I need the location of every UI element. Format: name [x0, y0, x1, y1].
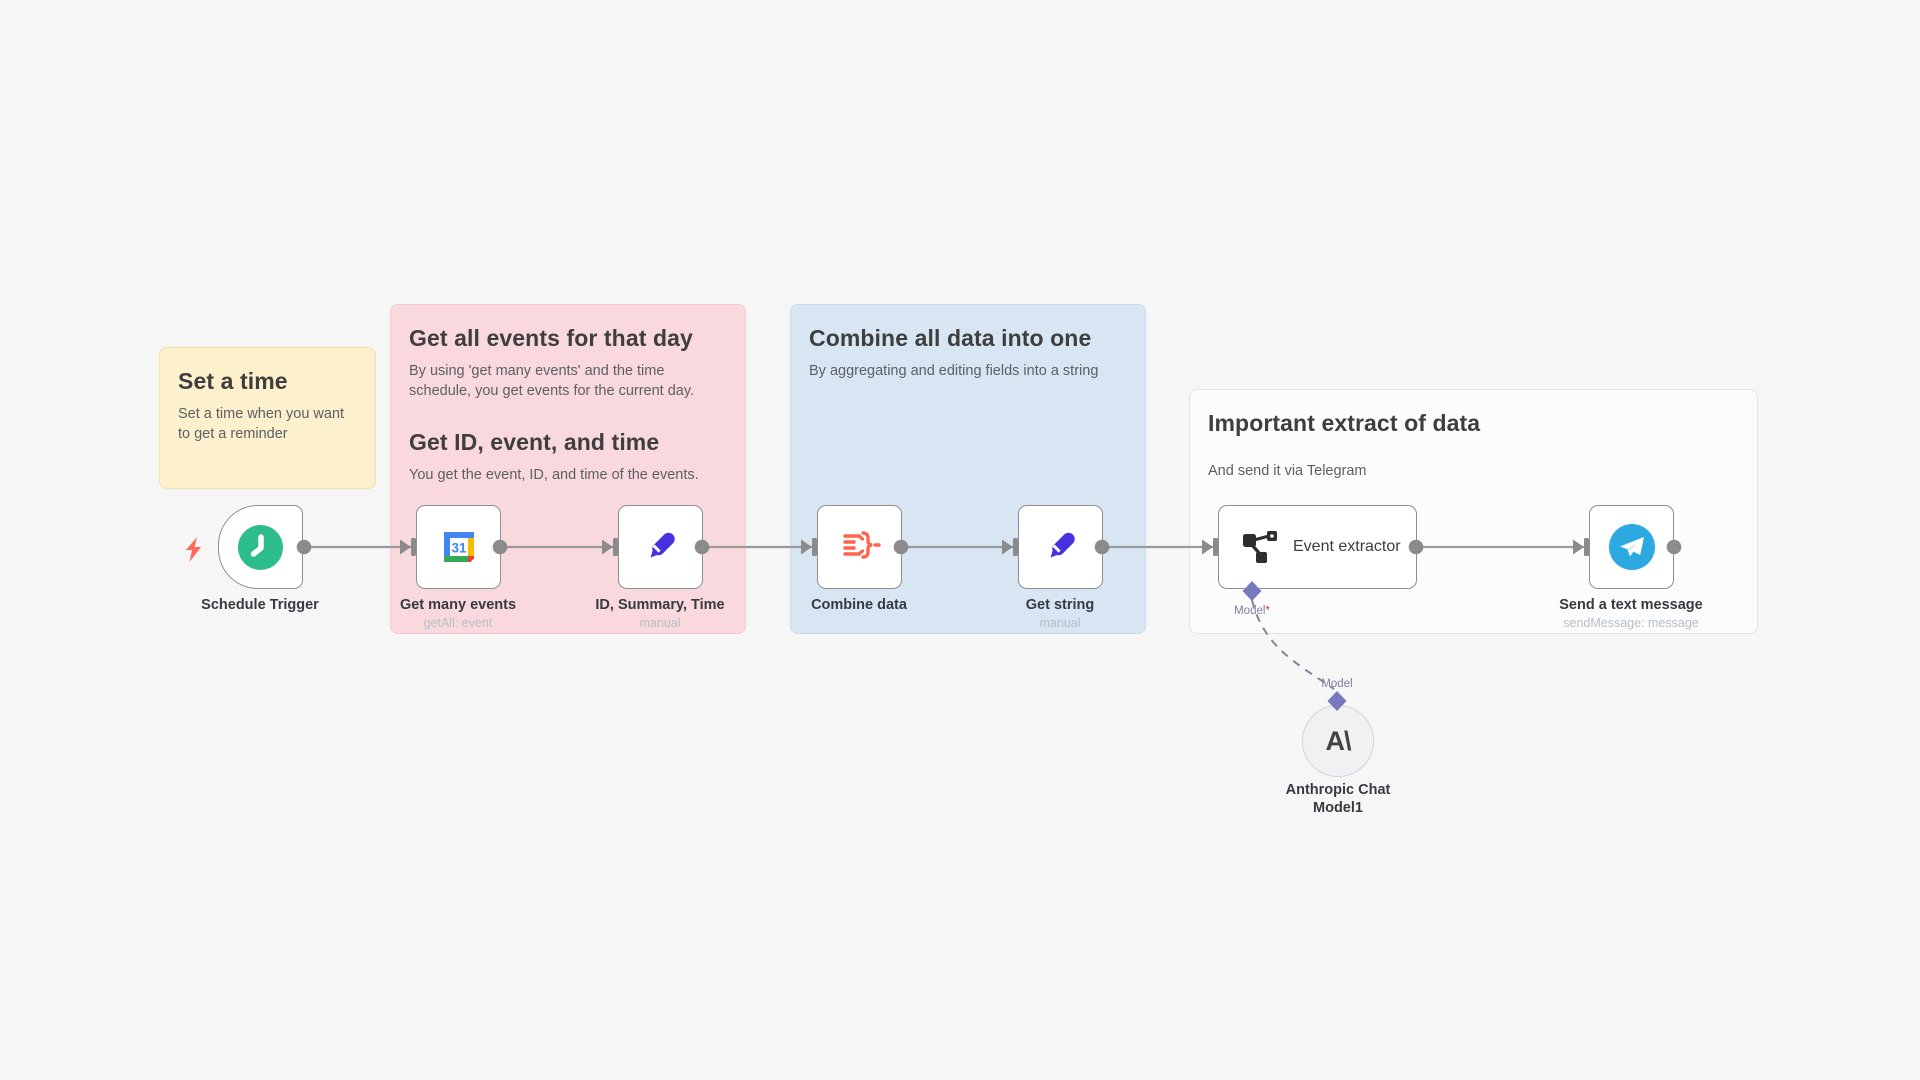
- node-label-anthropic-chat-model: Anthropic Chat Model1: [1285, 782, 1391, 817]
- sticky-title: Set a time: [178, 368, 288, 394]
- node-label-get-many-events: Get many events getAll: event: [399, 597, 517, 631]
- sticky-body: By aggregating and editing fields into a…: [809, 363, 1099, 379]
- telegram-icon: [1608, 524, 1655, 570]
- node-get-string[interactable]: [1018, 505, 1103, 589]
- node-combine-data[interactable]: [817, 505, 902, 589]
- node-label-get-string: Get string manual: [1025, 597, 1095, 631]
- extractor-icon: [1243, 531, 1277, 563]
- google-calendar-icon: 31: [443, 532, 474, 562]
- anthropic-logo-icon: A\: [1325, 725, 1352, 756]
- node-schedule-trigger[interactable]: [218, 505, 303, 589]
- sticky-title: Get ID, event, and time: [409, 429, 660, 455]
- node-anthropic-chat-model[interactable]: A\: [1302, 705, 1374, 777]
- aggregate-icon: [842, 531, 881, 559]
- clock-icon: [238, 524, 283, 570]
- sticky-body: You get the event, ID, and time of the e…: [409, 467, 699, 483]
- node-send-text-message[interactable]: [1589, 505, 1674, 589]
- anthropic-port-label: Model: [1321, 678, 1352, 690]
- sticky-body: Set a time when you want to get a remind…: [178, 406, 345, 442]
- sticky-title: Combine all data into one: [809, 325, 1092, 351]
- trigger-bolt-icon: [186, 537, 201, 562]
- pencil-icon: [650, 532, 675, 558]
- node-label-id-summary-time: ID, Summary, Time manual: [595, 597, 725, 631]
- pencil-icon: [1050, 532, 1075, 558]
- sticky-note-set-a-time[interactable]: Set a time Set a time when you want to g…: [159, 347, 376, 489]
- node-id-summary-time[interactable]: [618, 505, 703, 589]
- sticky-title: Important extract of data: [1208, 410, 1481, 436]
- node-title: Event extractor: [1293, 538, 1401, 555]
- node-event-extractor[interactable]: Event extractor: [1218, 505, 1417, 589]
- node-label-schedule-trigger: Schedule Trigger: [201, 597, 319, 613]
- sticky-body: And send it via Telegram: [1208, 463, 1367, 479]
- node-get-many-events[interactable]: 31: [416, 505, 501, 589]
- calendar-day-number: 31: [451, 541, 467, 556]
- sticky-body: By using 'get many events' and the time …: [409, 363, 695, 399]
- node-label-combine-data: Combine data: [811, 597, 907, 613]
- sticky-title: Get all events for that day: [409, 325, 693, 351]
- node-label-send-text-message: Send a text message sendMessage: message: [1559, 597, 1703, 631]
